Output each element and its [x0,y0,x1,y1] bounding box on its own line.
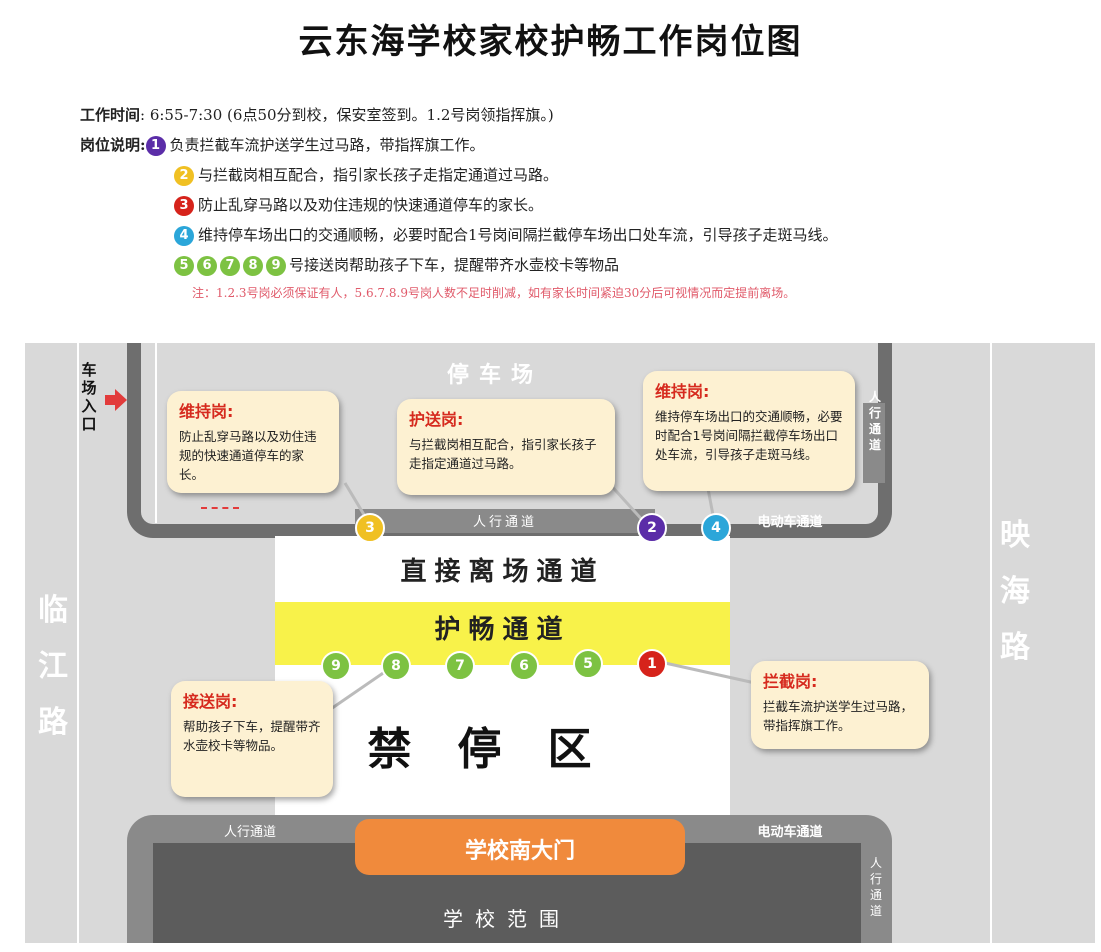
legend-text-4: 维持停车场出口的交通顺畅，必要时配合1号岗间隔拦截停车场出口处车流，引导孩子走斑… [198,226,838,244]
callout-5-title: 接送岗: [183,692,238,711]
no-parking-zone [275,665,730,815]
walkway-top-strip [355,509,655,533]
marker-2: 2 [637,513,667,543]
time-text: : 6:55-7:30 (6点50分到校，保安室签到。1.2号岗领指挥旗。) [140,106,554,124]
callout-4-title: 维持岗: [655,382,710,401]
marker-6: 6 [509,651,539,681]
walkway-right-char-2: 行 [868,406,881,420]
callout-4: 维持岗: 维持停车场出口的交通顺畅，必要时配合1号岗间隔拦截停车场出口处车流，引… [643,371,855,491]
walkway-bottom-right-char-4: 道 [869,904,882,918]
exit-lane-zone [275,536,730,602]
road-edge-left [77,343,79,943]
legend-badge-4: 4 [174,226,194,246]
no-parking-label: 禁停区 [367,724,638,775]
marker-4: 4 [701,513,731,543]
legend-time-row: 工作时间: 6:55-7:30 (6点50分到校，保安室签到。1.2号岗领指挥旗… [80,104,554,126]
leader-line-1 [664,661,756,685]
legend-text-1: 负责拦截车流护送学生过马路，带指挥旗工作。 [169,136,485,154]
school-gate-label: 学校南大门 [464,839,575,864]
callout-4-text: 维持停车场出口的交通顺畅，必要时配合1号岗间隔拦截停车场出口处车流，引导孩子走斑… [655,409,843,462]
lot-entrance-char-2: 场 [81,379,97,397]
lot-entrance-char-4: 口 [81,415,97,433]
walkway-bottom-right-char-2: 行 [869,872,882,886]
legend-badge-3: 3 [174,196,194,216]
ebike-lane-top-label: 电动车通道 [757,515,823,530]
walkway-right-label: 人 行 通 道 [865,389,885,453]
road-left-char-2: 江 [38,649,68,684]
marker-9: 9 [321,651,351,681]
callout-2-title: 护送岗: [409,410,464,429]
marker-5: 5 [573,649,603,679]
lot-entrance-char-1: 车 [81,361,97,379]
ebike-lane-bottom-label: 电动车通道 [757,825,823,840]
legend-badge-2: 2 [174,166,194,186]
school-gate-block [355,819,685,875]
road-right: 映 海 路 [993,508,1037,676]
callout-2-text: 与拦截岗相互配合，指引家长孩子走指定通道过马路。 [409,437,597,471]
legend-badge-1: 1 [145,136,166,156]
guard-lane-label: 护畅通道 [434,615,571,645]
road-edge-right [990,343,992,943]
marker-1: 1 [637,649,667,679]
walkway-bottom-right-char-1: 人 [869,856,882,870]
entrance-gap [201,507,239,509]
walkway-bottom-right-char-3: 通 [869,888,882,902]
callout-1-text: 拦截车流护送学生过马路，带指挥旗工作。 [763,699,914,733]
legend-text-3: 防止乱穿马路以及劝住违规的快速通道停车的家长。 [198,196,544,214]
legend-badge-5: 5 [174,256,194,276]
site-map: 临 江 路 映 海 路 人 行 通 道 停车场 人行通道 电动车通道 车 场 入… [25,343,1095,943]
leader-line-5 [324,667,390,715]
page-title: 云东海学校家校护畅工作岗位图 [298,22,803,62]
callout-5: 接送岗: 帮助孩子下车，提醒带齐水壶校卡等物品。 [171,681,333,797]
marker-3: 3 [355,513,385,543]
callout-1-title: 拦截岗: [763,672,818,691]
walkway-top-label: 人行通道 [472,515,537,530]
walkway-bottom-right-label: 人 行 通 道 [865,855,887,919]
road-right-char-3: 路 [1000,630,1030,665]
road-left-char-1: 临 [38,593,68,628]
walkway-right-strip [863,403,885,483]
leader-line-2 [605,479,647,525]
road-left: 临 江 路 [33,583,73,751]
legend-badge-9: 9 [266,256,286,276]
callout-2: 护送岗: 与拦截岗相互配合，指引家长孩子走指定通道过马路。 [397,399,615,495]
callout-1: 拦截岗: 拦截车流护送学生过马路，带指挥旗工作。 [751,661,929,749]
walkway-right-char-1: 人 [868,390,881,404]
lot-entrance-char-3: 入 [81,397,97,415]
callout-5-text: 帮助孩子下车，提醒带齐水壶校卡等物品。 [183,719,321,753]
parking-inner-line [155,343,157,523]
road-right-char-2: 海 [1000,574,1030,609]
parking-lot-label: 停车场 [446,363,543,388]
walkway-bottom-label: 人行通道 [223,825,276,840]
walkway-right-char-4: 道 [868,438,881,452]
legend-text-5-9: 号接送岗帮助孩子下车，提醒带齐水壶校卡等物品 [289,256,620,274]
callout-3: 维持岗: 防止乱穿马路以及劝住违规的快速通道停车的家长。 [167,391,339,493]
time-label: 工作时间 [80,106,141,124]
exit-lane-label: 直接离场通道 [400,557,605,587]
road-right-char-1: 映 [1000,518,1030,553]
legend-badge-7: 7 [220,256,240,276]
legend-badge-6: 6 [197,256,217,276]
road-left-char-3: 路 [38,705,68,740]
callout-3-text: 防止乱穿马路以及劝住违规的快速通道停车的家长。 [179,429,317,482]
desc-label: 岗位说明: [80,136,146,154]
school-area-label: 学校范围 [443,907,571,931]
walkway-right-char-3: 通 [868,422,881,436]
legend-note: 注：1.2.3号岗必须保证有人，5.6.7.8.9号岗人数不足时削减，如有家长时… [192,286,796,300]
marker-8: 8 [381,651,411,681]
lot-entrance-label: 车 场 入 口 [77,361,101,433]
marker-7: 7 [445,651,475,681]
legend-text-2: 与拦截岗相互配合，指引家长孩子走指定通道过马路。 [198,166,559,184]
legend-badge-8: 8 [243,256,263,276]
callout-3-title: 维持岗: [179,402,234,421]
